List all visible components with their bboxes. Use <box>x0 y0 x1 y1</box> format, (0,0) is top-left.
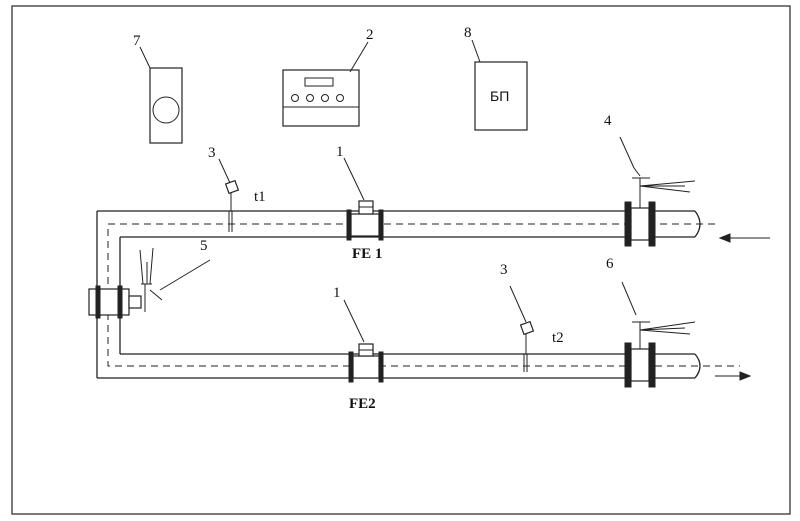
device-2-controller <box>282 41 369 127</box>
diagram-border <box>11 5 791 515</box>
tag-fe2: FE2 <box>349 396 376 412</box>
device-7-meter <box>139 46 183 144</box>
valve-5 <box>139 247 211 312</box>
label-7: 7 <box>133 33 141 49</box>
label-1-top: 1 <box>336 144 344 160</box>
flowmeter-fe1 <box>343 157 384 241</box>
device-8-power-supply <box>471 39 528 131</box>
thermometer-t2 <box>509 285 535 372</box>
tag-fe1: FE 1 <box>352 246 382 262</box>
inlet-arrow <box>718 233 770 243</box>
valve-6 <box>621 281 696 388</box>
label-2: 2 <box>366 27 374 43</box>
label-4: 4 <box>604 113 612 129</box>
label-t1: t1 <box>254 189 266 205</box>
label-5: 5 <box>200 238 208 254</box>
label-8: 8 <box>464 25 472 41</box>
label-3-top: 3 <box>208 145 216 161</box>
thermometer-t1 <box>218 158 240 232</box>
power-supply-label: БП <box>490 88 509 104</box>
outlet-arrow <box>715 371 752 381</box>
flowmeter-fe2 <box>343 299 384 383</box>
valve-4 <box>619 136 696 247</box>
label-1-bottom: 1 <box>333 285 341 301</box>
label-6: 6 <box>606 256 614 272</box>
label-t2: t2 <box>552 330 564 346</box>
vertical-flange-fitting <box>88 285 142 319</box>
label-3-bottom: 3 <box>500 262 508 278</box>
